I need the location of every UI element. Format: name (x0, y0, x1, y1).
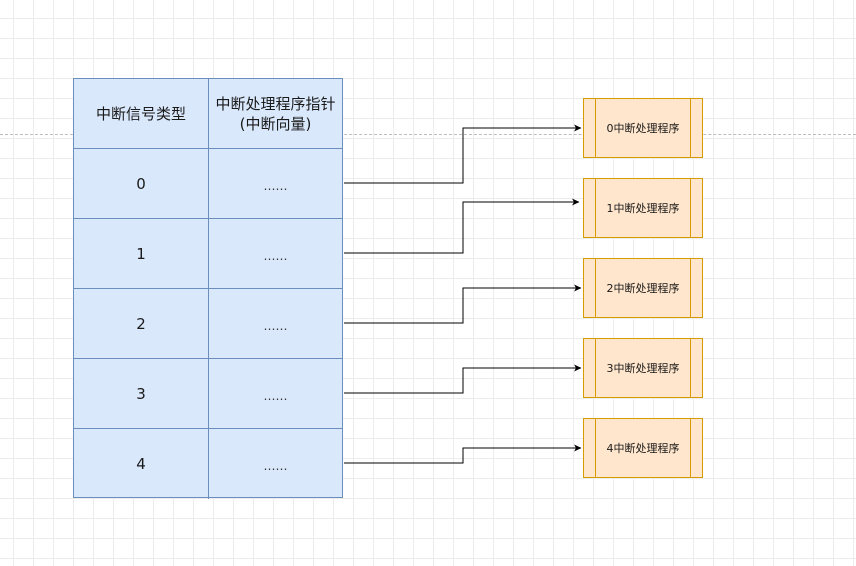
signal-type-cell: 4 (74, 429, 209, 499)
table-row: 1 …… (74, 218, 342, 289)
process-bar-right (690, 99, 691, 157)
table-header-row: 中断信号类型 中断处理程序指针 (中断向量) (74, 79, 342, 149)
pointer-cell: …… (263, 459, 288, 473)
table-row: 2 …… (74, 288, 342, 359)
table-row: 4 …… (74, 428, 342, 499)
signal-type-cell: 3 (74, 359, 209, 429)
handler-box-2: 2中断处理程序 (583, 258, 703, 318)
connector-arrow-4 (344, 444, 582, 464)
connector-arrow-1 (344, 198, 580, 254)
signal-type-cell: 0 (74, 149, 209, 219)
header-pointer-line1: 中断处理程序指针 (215, 95, 336, 113)
signal-type-cell: 2 (74, 289, 209, 359)
interrupt-vector-table: 中断信号类型 中断处理程序指针 (中断向量) 0 …… 1 …… 2 …… 3 … (73, 78, 343, 499)
header-pointer-line2: (中断向量) (239, 115, 312, 133)
pointer-cell: …… (263, 179, 288, 193)
header-signal-type: 中断信号类型 (74, 79, 209, 149)
handler-label: 0中断处理程序 (606, 122, 680, 135)
table-row: 3 …… (74, 358, 342, 429)
process-bar-left (595, 339, 596, 397)
signal-type-cell: 1 (74, 219, 209, 289)
process-bar-right (690, 419, 691, 477)
handler-box-3: 3中断处理程序 (583, 338, 703, 398)
process-bar-right (690, 339, 691, 397)
header-handler-pointer: 中断处理程序指针 (中断向量) (209, 79, 342, 149)
handler-label: 4中断处理程序 (606, 442, 680, 455)
handler-label: 1中断处理程序 (606, 202, 680, 215)
process-bar-left (595, 259, 596, 317)
handler-box-1: 1中断处理程序 (583, 178, 703, 238)
process-bar-left (595, 179, 596, 237)
connector-arrow-3 (344, 364, 582, 394)
process-bar-left (595, 99, 596, 157)
handler-box-4: 4中断处理程序 (583, 418, 703, 478)
pointer-cell: …… (263, 389, 288, 403)
process-bar-right (690, 179, 691, 237)
table-row: 0 …… (74, 148, 342, 219)
handler-box-0: 0中断处理程序 (583, 98, 703, 158)
handler-label: 3中断处理程序 (606, 362, 680, 375)
handler-label: 2中断处理程序 (606, 282, 680, 295)
pointer-cell: …… (263, 249, 288, 263)
connector-arrow-2 (344, 284, 582, 324)
process-bar-right (690, 259, 691, 317)
connector-arrow-0 (344, 124, 582, 184)
process-bar-left (595, 419, 596, 477)
pointer-cell: …… (263, 319, 288, 333)
